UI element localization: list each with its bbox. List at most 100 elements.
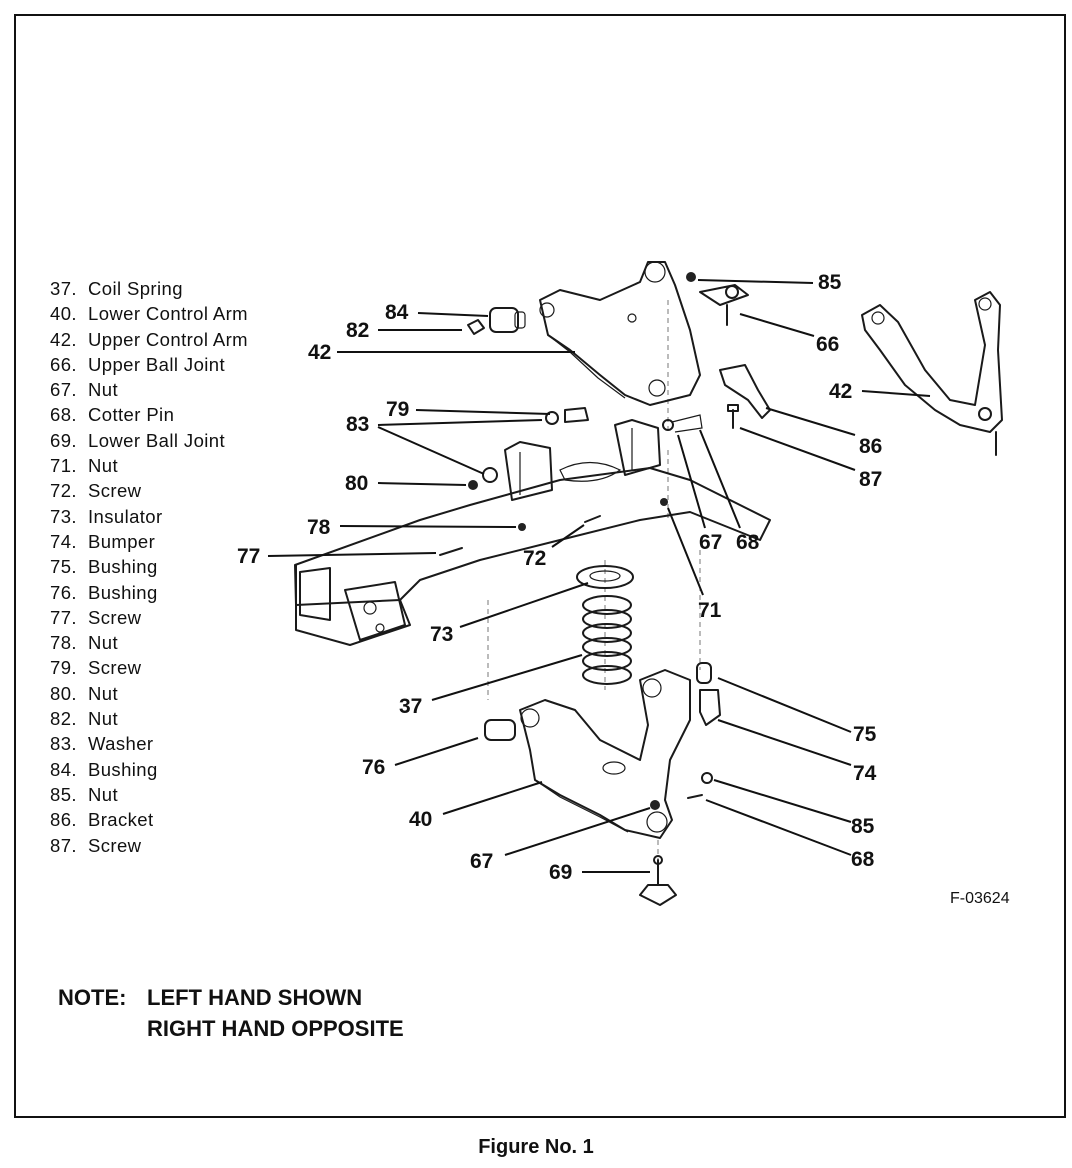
parts-legend: 37.Coil Spring 40.Lower Control Arm 42.U… xyxy=(50,276,248,858)
legend-item: 73. Insulator xyxy=(50,504,248,529)
fasteners-79-83-80 xyxy=(468,407,703,490)
legend-number: 85. xyxy=(50,783,77,805)
frame-crossmember xyxy=(294,419,771,646)
lower-ball-joint-69 xyxy=(639,855,677,906)
note-line-2: RIGHT HAND OPPOSITE xyxy=(147,1016,404,1041)
legend-label: Bushing xyxy=(88,581,158,603)
legend-label: Screw xyxy=(88,834,142,856)
lower-control-arm xyxy=(519,669,691,839)
legend-label: Upper Ball Joint xyxy=(88,353,225,375)
legend-label: Washer xyxy=(88,733,154,755)
legend-label: Bracket xyxy=(88,809,154,831)
callout-75: 75 xyxy=(853,723,877,746)
note-block: NOTE:LEFT HAND SHOWN RIGHT HAND OPPOSITE xyxy=(58,982,404,1044)
upper-ball-joint-66 xyxy=(686,272,749,326)
legend-label: Nut xyxy=(88,379,118,401)
callout-73: 73 xyxy=(430,623,454,646)
callout-71: 71 xyxy=(698,599,722,622)
callout-74: 74 xyxy=(853,762,877,785)
legend-item: 74. Bumper xyxy=(50,529,248,554)
legend-number: 74. xyxy=(50,530,77,552)
upper-control-arm xyxy=(539,261,701,406)
legend-item: 87. Screw xyxy=(50,833,248,858)
assembly-centerlines xyxy=(487,300,701,880)
legend-number: 71. xyxy=(50,455,77,477)
callout-85: 85 xyxy=(818,271,842,294)
legend-item: 77.Screw xyxy=(50,605,248,630)
callout-77: 77 xyxy=(237,545,261,568)
legend-number: 73. xyxy=(50,505,77,527)
fasteners-77-72-78-71 xyxy=(439,498,668,556)
legend-number: 76. xyxy=(50,581,77,603)
legend-label: Nut xyxy=(88,783,118,805)
legend-label: Screw xyxy=(88,657,142,679)
leader-lines xyxy=(267,279,931,873)
callout-82: 82 xyxy=(346,319,370,342)
legend-number: 69. xyxy=(50,429,77,451)
bushing-84-nut-82 xyxy=(467,307,526,335)
callout-83: 83 xyxy=(346,413,370,436)
legend-number: 79. xyxy=(50,657,77,679)
callout-79: 79 xyxy=(386,398,410,421)
callout-84: 84 xyxy=(385,301,409,324)
legend-label: Lower Ball Joint xyxy=(88,429,225,451)
bushings-76-75-bumper-74 xyxy=(484,662,721,799)
legend-number: 42. xyxy=(50,328,77,350)
legend-label: Coil Spring xyxy=(88,278,183,299)
legend-item: 76. Bushing xyxy=(50,580,248,605)
legend-number: 78. xyxy=(50,632,77,654)
callout-86: 86 xyxy=(859,435,883,458)
legend-item: 37. Coil Spring xyxy=(50,276,248,301)
legend-label: Screw xyxy=(88,480,142,502)
legend-number: 68. xyxy=(50,404,77,426)
legend-item: 66. Upper Ball Joint xyxy=(50,352,248,377)
legend-item: 80.Nut xyxy=(50,681,248,706)
callout-78: 78 xyxy=(307,516,331,539)
callout-66: 66 xyxy=(816,333,840,356)
legend-number: 67. xyxy=(50,379,77,401)
legend-item: 85. Nut xyxy=(50,782,248,807)
legend-label: Cotter Pin xyxy=(88,404,175,426)
legend-label: Lower Control Arm xyxy=(88,303,248,325)
note-label: NOTE: xyxy=(58,985,127,1010)
callout-67-lower: 67 xyxy=(470,850,494,873)
callout-42: 42 xyxy=(308,341,332,364)
legend-item: 84. Bushing xyxy=(50,757,248,782)
legend-label: Insulator xyxy=(88,505,163,527)
coil-spring-37 xyxy=(582,595,632,685)
callout-85-lower: 85 xyxy=(851,815,875,838)
figure-code: F-03624 xyxy=(950,890,1010,907)
legend-number: 37. xyxy=(50,278,77,299)
legend-label: Bushing xyxy=(88,556,158,578)
upper-control-arm-detail xyxy=(861,291,1003,456)
legend-item: 82. Nut xyxy=(50,706,248,731)
legend-item: 69. Lower Ball Joint xyxy=(50,428,248,453)
legend-number: 87. xyxy=(50,834,77,856)
callout-76: 76 xyxy=(362,756,386,779)
legend-label: Bumper xyxy=(88,530,156,552)
legend-number: 66. xyxy=(50,353,77,375)
legend-number: 82. xyxy=(50,708,77,730)
legend-number: 84. xyxy=(50,758,77,780)
callout-72: 72 xyxy=(523,547,547,570)
callout-68: 68 xyxy=(736,531,760,554)
legend-item: 75.Bushing xyxy=(50,554,248,579)
legend-item: 86. Bracket xyxy=(50,807,248,832)
figure-border xyxy=(14,14,1066,1118)
callout-80: 80 xyxy=(345,472,369,495)
legend-number: 80. xyxy=(50,682,77,704)
legend-item: 71. Nut xyxy=(50,453,248,478)
legend-item: 83.Washer xyxy=(50,731,248,756)
legend-item: 68. Cotter Pin xyxy=(50,402,248,427)
legend-item: 42.Upper Control Arm xyxy=(50,327,248,352)
legend-label: Nut xyxy=(88,455,118,477)
legend-item: 40.Lower Control Arm xyxy=(50,301,248,326)
legend-number: 86. xyxy=(50,809,77,831)
callout-87: 87 xyxy=(859,468,883,491)
callout-69: 69 xyxy=(549,861,573,884)
legend-label: Nut xyxy=(88,708,118,730)
legend-label: Bushing xyxy=(88,758,158,780)
legend-number: 72. xyxy=(50,480,77,502)
legend-number: 77. xyxy=(50,606,77,628)
